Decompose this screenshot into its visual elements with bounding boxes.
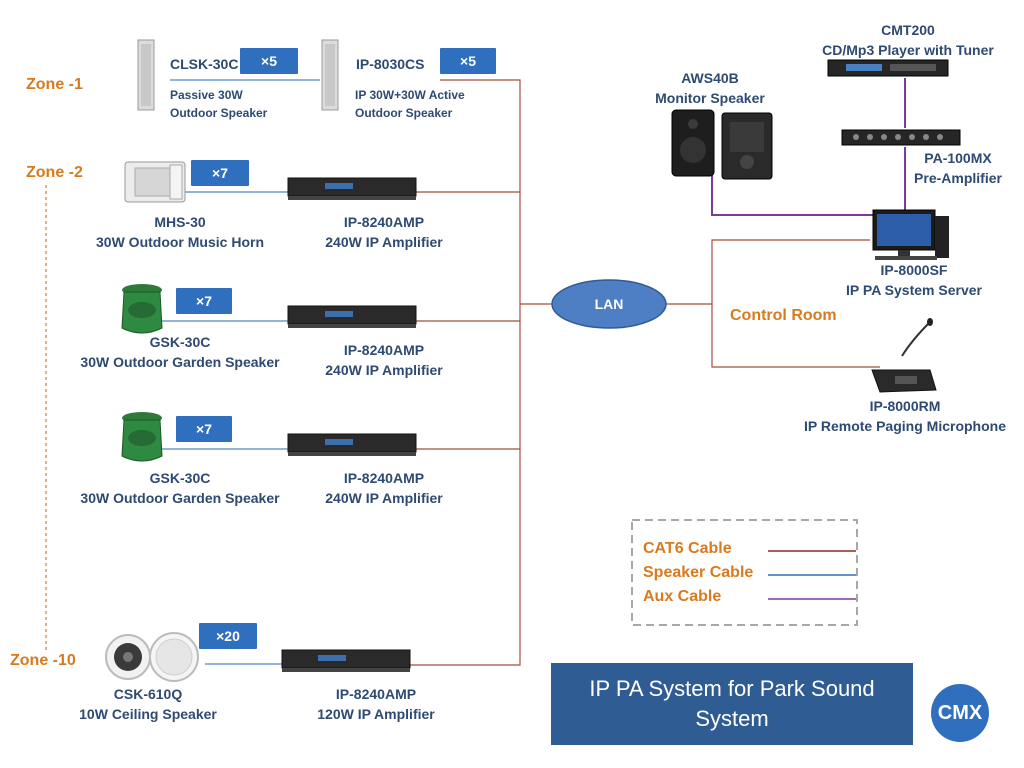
amp1-image <box>287 177 417 200</box>
csk-ceiling-speaker-image <box>105 632 199 682</box>
gsk1-model-label: GSK-30C <box>149 334 211 350</box>
mhs-horn-image <box>124 161 186 203</box>
clsk-qty-badge: ×5 <box>240 48 298 74</box>
amp2-desc-label: 240W IP Amplifier <box>325 362 443 378</box>
cmx-logo: CMX <box>931 684 989 742</box>
amp2-image <box>287 305 417 328</box>
server-pc-image <box>872 209 949 260</box>
amp3-image <box>287 433 417 456</box>
diagram-title: IP PA System for Park Sound System <box>589 676 875 731</box>
legend-aux-label: Aux Cable <box>643 588 722 605</box>
zone-1-label: Zone -1 <box>26 76 83 93</box>
pa-desc-label: Pre-Amplifier <box>914 170 1002 186</box>
aux-monitor-line <box>711 170 875 216</box>
aws-desc-label: Monitor Speaker <box>655 90 765 106</box>
clsk-speaker-image <box>137 39 155 111</box>
lan-ellipse <box>551 279 667 329</box>
ip8030-qty-badge: ×5 <box>440 48 496 74</box>
legend-cat6-label: CAT6 Cable <box>643 540 732 557</box>
server-model-label: IP-8000SF <box>880 262 948 278</box>
amp2-model-label: IP-8240AMP <box>343 342 425 358</box>
zone-2-label: Zone -2 <box>26 164 83 181</box>
amp4-model-label: IP-8240AMP <box>335 686 417 702</box>
gsk1-qty-badge: ×7 <box>176 288 232 314</box>
clsk-desc-line1: Passive 30W <box>170 88 243 102</box>
pa-model-label: PA-100MX <box>924 150 992 166</box>
clsk-desc-line2: Outdoor Speaker <box>170 106 268 120</box>
gsk1-speaker-image <box>121 284 163 334</box>
legend-speaker-label: Speaker Cable <box>643 564 754 581</box>
gsk1-desc-label: 30W Outdoor Garden Speaker <box>80 354 280 370</box>
csk-model-label: CSK-610Q <box>113 686 183 702</box>
ip8030-desc-line2: Outdoor Speaker <box>355 106 453 120</box>
csk-qty-badge: ×20 <box>199 623 257 649</box>
aws-model-label: AWS40B <box>681 70 739 86</box>
cat6-trunk-line <box>410 79 521 666</box>
aws-monitor-speaker-image <box>671 109 773 180</box>
amp3-desc-label: 240W IP Amplifier <box>325 490 443 506</box>
amp1-model-label: IP-8240AMP <box>343 214 425 230</box>
cat6-control-line <box>711 239 880 368</box>
mhs-desc-label: 30W Outdoor Music Horn <box>96 234 264 250</box>
clsk-model-label: CLSK-30C <box>170 56 239 72</box>
amp4-image <box>281 649 411 672</box>
gsk2-qty-badge: ×7 <box>176 416 232 442</box>
cmt-model-label: CMT200 <box>881 22 935 38</box>
legend-box <box>631 519 858 626</box>
paging-mic-image <box>871 318 937 393</box>
cmt-cd-player-image <box>827 59 949 77</box>
zone-10-label: Zone -10 <box>10 652 76 669</box>
cmt-desc-label: CD/Mp3 Player with Tuner <box>822 42 994 58</box>
lan-label: LAN <box>594 296 624 312</box>
amp1-desc-label: 240W IP Amplifier <box>325 234 443 250</box>
mhs-qty-badge: ×7 <box>191 160 249 186</box>
gsk2-model-label: GSK-30C <box>149 470 211 486</box>
pa-preamp-image <box>841 129 961 146</box>
control-room-label: Control Room <box>730 307 837 324</box>
mhs-model-label: MHS-30 <box>154 214 206 230</box>
gsk2-speaker-image <box>121 412 163 462</box>
csk-desc-label: 10W Ceiling Speaker <box>79 706 217 722</box>
gsk2-desc-label: 30W Outdoor Garden Speaker <box>80 490 280 506</box>
amp3-model-label: IP-8240AMP <box>343 470 425 486</box>
mic-desc-label: IP Remote Paging Microphone <box>804 418 1006 434</box>
diagram-title-box: IP PA System for Park Sound System <box>551 663 913 745</box>
mic-model-label: IP-8000RM <box>869 398 941 414</box>
server-desc-label: IP PA System Server <box>846 282 982 298</box>
ip8030-desc-line1: IP 30W+30W Active <box>355 88 465 102</box>
ip8030-speaker-image <box>321 39 339 111</box>
amp4-desc-label: 120W IP Amplifier <box>317 706 435 722</box>
ip8030-model-label: IP-8030CS <box>356 56 425 72</box>
